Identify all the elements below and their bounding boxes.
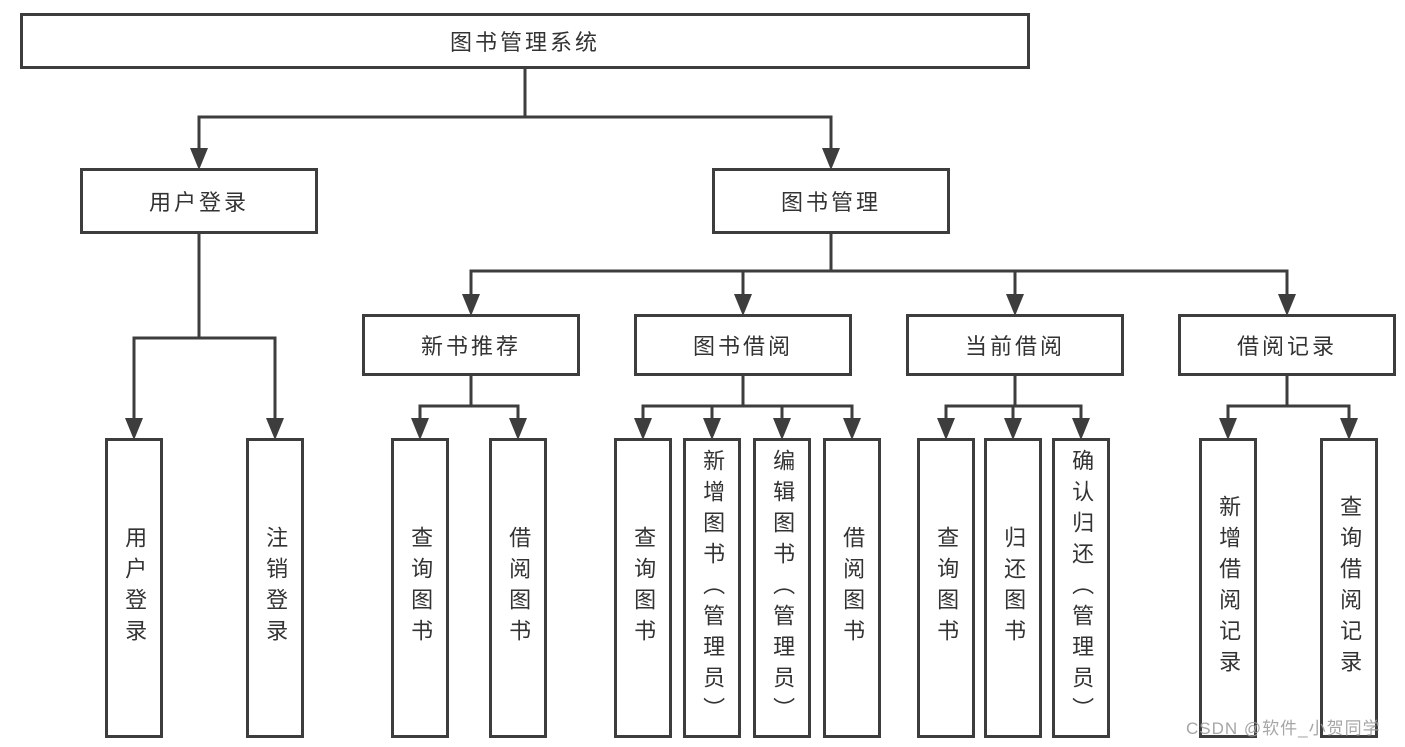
node-leaf-borrow-books: 借阅图书 [823, 438, 881, 738]
node-leaf-confirm-return-admin: 确认归还（管理员） [1052, 438, 1110, 738]
connector-path [1226, 376, 1351, 422]
arrowhead-icon [462, 294, 480, 316]
node-label: 图书借阅 [692, 334, 793, 359]
arrowhead-icon [843, 418, 861, 440]
node-label: 注销登录 [263, 526, 289, 650]
arrowhead-icon [634, 418, 652, 440]
arrowhead-icon [1006, 294, 1024, 316]
node-leaf-user-login: 用户登录 [105, 438, 163, 738]
arrowhead-icon [1219, 418, 1237, 440]
arrowhead-icon [734, 294, 752, 316]
node-leaf-query-books: 查询图书 [391, 438, 449, 738]
arrowhead-icon [125, 418, 143, 440]
connector-path [132, 234, 277, 422]
node-label: 查询图书 [631, 526, 657, 650]
arrowhead-icon [509, 418, 527, 440]
csdn-watermark: CSDN @软件_小贺同学 [1186, 719, 1381, 738]
node-label: 编辑图书（管理员） [770, 448, 796, 728]
connector-path [418, 376, 520, 422]
node-leaf-logout: 注销登录 [246, 438, 304, 738]
node-current-borrowing: 当前借阅 [906, 314, 1124, 376]
node-label: 图书管理 [780, 190, 881, 215]
node-label: 查询图书 [408, 526, 434, 650]
node-label: 查询图书 [934, 526, 960, 650]
arrowhead-icon [773, 418, 791, 440]
node-label: 借阅图书 [840, 526, 866, 650]
node-leaf-add-books-admin: 新增图书（管理员） [683, 438, 741, 738]
connector-path [197, 69, 833, 152]
arrowhead-icon [822, 148, 840, 170]
node-borrowing-records: 借阅记录 [1178, 314, 1396, 376]
arrowhead-icon [266, 418, 284, 440]
node-label: 新增图书（管理员） [700, 448, 726, 728]
node-leaf-edit-books-admin: 编辑图书（管理员） [753, 438, 811, 738]
node-label: 新书推荐 [420, 334, 521, 359]
node-library-system: 图书管理系统 [20, 13, 1030, 69]
arrowhead-icon [1340, 418, 1358, 440]
arrowhead-icon [937, 418, 955, 440]
arrowhead-icon [190, 148, 208, 170]
node-label: 当前借阅 [964, 334, 1065, 359]
connector-path [469, 234, 1289, 298]
arrowhead-icon [1072, 418, 1090, 440]
connector-path [944, 376, 1083, 422]
arrowhead-icon [1278, 294, 1296, 316]
node-leaf-query-books: 查询图书 [614, 438, 672, 738]
node-user-login: 用户登录 [80, 168, 318, 234]
node-label: 借阅记录 [1236, 334, 1337, 359]
node-label: 图书管理系统 [449, 30, 600, 55]
node-book-borrowing: 图书借阅 [634, 314, 852, 376]
arrowhead-icon [703, 418, 721, 440]
node-label: 用户登录 [148, 190, 249, 215]
arrowhead-icon [411, 418, 429, 440]
node-leaf-return-books: 归还图书 [984, 438, 1042, 738]
node-label: 归还图书 [1001, 526, 1027, 650]
node-label: 借阅图书 [506, 526, 532, 650]
node-label: 用户登录 [122, 526, 148, 650]
node-label: 确认归还（管理员） [1069, 448, 1095, 728]
node-leaf-add-borrow-record: 新增借阅记录 [1199, 438, 1257, 738]
node-leaf-query-books: 查询图书 [917, 438, 975, 738]
node-leaf-borrow-books: 借阅图书 [489, 438, 547, 738]
node-new-book-recommend: 新书推荐 [362, 314, 580, 376]
node-book-management: 图书管理 [712, 168, 950, 234]
node-label: 新增借阅记录 [1216, 495, 1242, 681]
arrowhead-icon [1004, 418, 1022, 440]
connector-path [641, 376, 854, 422]
node-leaf-query-borrow-record: 查询借阅记录 [1320, 438, 1378, 738]
node-label: 查询借阅记录 [1337, 495, 1363, 681]
